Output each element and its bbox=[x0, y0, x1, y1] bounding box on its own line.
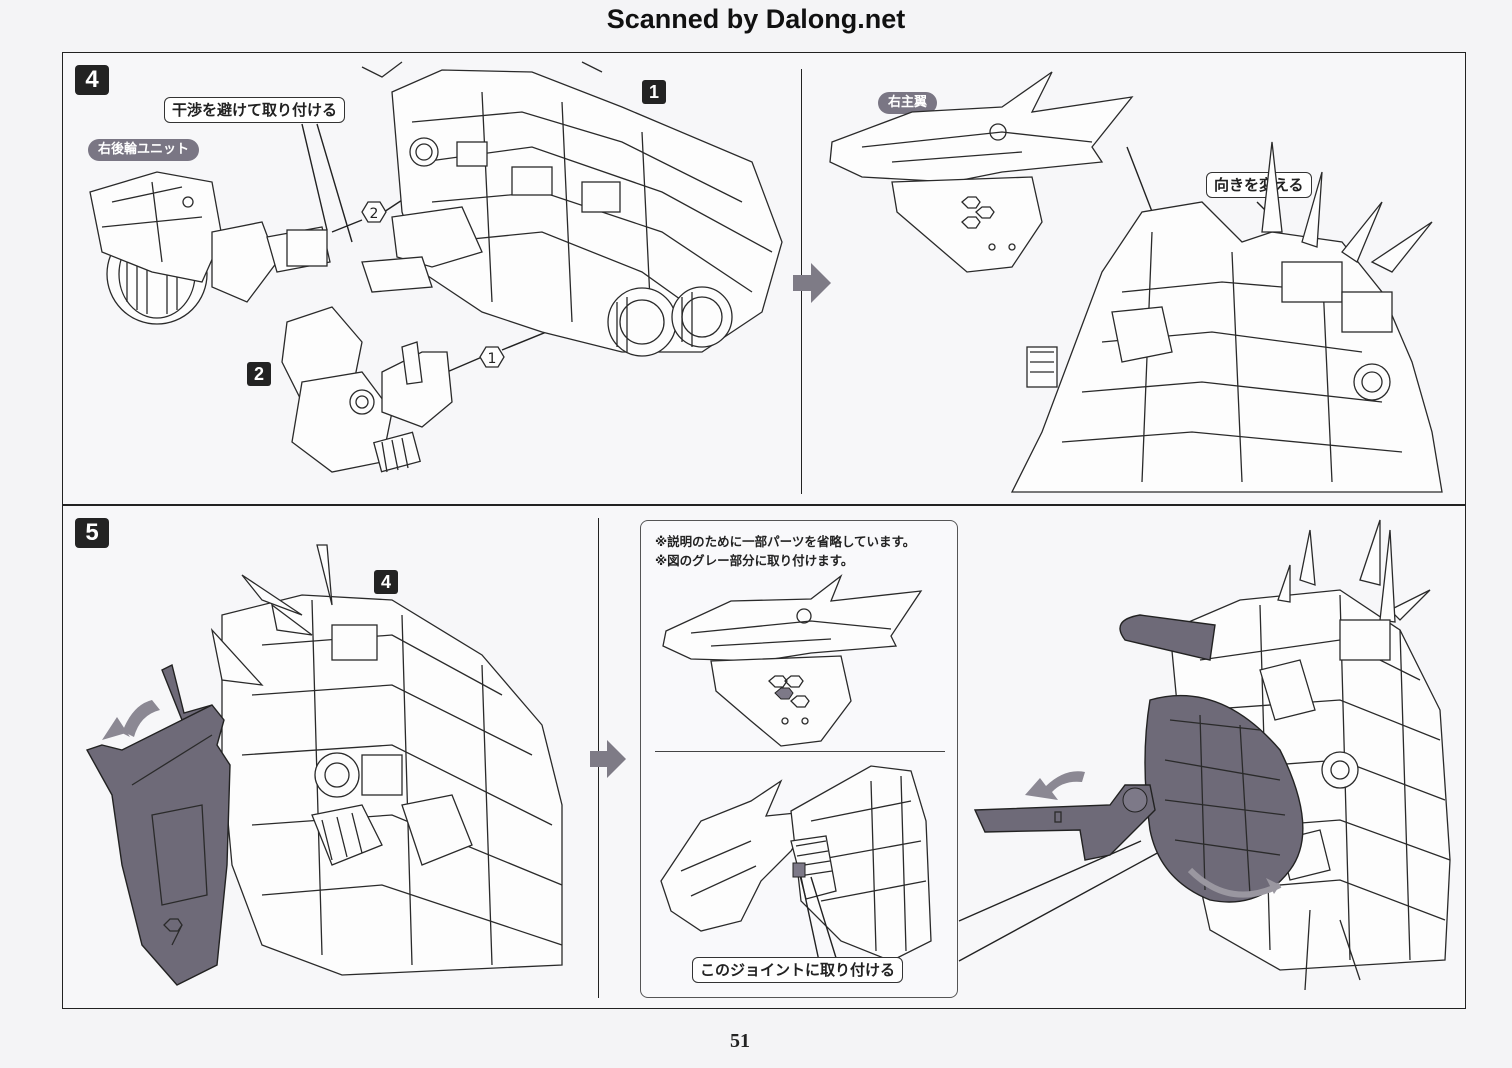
right-main-wing-drawing bbox=[829, 71, 1134, 273]
step-number-badge: 4 bbox=[75, 65, 109, 95]
callout-leader bbox=[301, 123, 353, 243]
connection-marker-1: 1 bbox=[479, 346, 505, 368]
svg-text:2: 2 bbox=[370, 206, 379, 222]
rear-wheel-unit-drawing bbox=[89, 171, 331, 325]
step4-assembly-illustration: 2 1 bbox=[89, 61, 783, 473]
main-body-rotated-drawing bbox=[1010, 141, 1443, 493]
rotate-arrow-icon bbox=[1025, 771, 1085, 800]
connection-marker-2: 2 bbox=[361, 201, 387, 223]
gray-highlighted-part-drawing bbox=[85, 663, 231, 986]
part-badge-1: 1 bbox=[642, 80, 666, 104]
avoid-interference-callout: 干渉を避けて取り付ける bbox=[164, 97, 346, 123]
note-line: ※図のグレー部分に取り付けます。 bbox=[655, 553, 854, 568]
rotation-indicator-arc bbox=[1187, 867, 1282, 898]
main-body-drawing bbox=[361, 61, 783, 357]
svg-text:1: 1 bbox=[488, 351, 497, 367]
attach-to-joint-callout: このジョイントに取り付ける bbox=[692, 957, 904, 983]
note-box: ※説明のために一部パーツを省略しています。 ※図のグレー部分に取り付けます。 bbox=[640, 520, 1162, 998]
scan-credit: Scanned by Dalong.net bbox=[606, 4, 906, 34]
joint-detail-drawing bbox=[660, 765, 932, 962]
gray-wing-attached-drawing bbox=[973, 614, 1304, 903]
part-label-rear-wheel-unit: 右後輪ユニット bbox=[88, 139, 200, 161]
part-2-drawing bbox=[281, 306, 453, 473]
change-direction-callout: 向きを変える bbox=[1206, 172, 1312, 198]
wing-detail-drawing bbox=[662, 574, 923, 747]
page-number: 51 bbox=[730, 1030, 750, 1052]
right-arrow-icon bbox=[590, 740, 626, 778]
step4-wing-illustration bbox=[829, 71, 1443, 493]
step5-attached-illustration bbox=[973, 519, 1451, 991]
rotate-arrow-icon bbox=[102, 700, 160, 740]
step-number-badge: 5 bbox=[75, 518, 109, 548]
part-label-right-main-wing: 右主翼 bbox=[878, 92, 938, 114]
part-badge-2: 2 bbox=[247, 362, 271, 386]
main-body-drawing bbox=[210, 544, 563, 976]
step5-assembly-illustration bbox=[85, 544, 563, 986]
note-illustrations bbox=[660, 574, 1162, 962]
note-separator bbox=[655, 751, 945, 752]
right-arrow-icon bbox=[793, 263, 831, 303]
note-line: ※説明のために一部パーツを省略しています。 bbox=[655, 534, 916, 549]
part-badge-4: 4 bbox=[374, 570, 398, 594]
